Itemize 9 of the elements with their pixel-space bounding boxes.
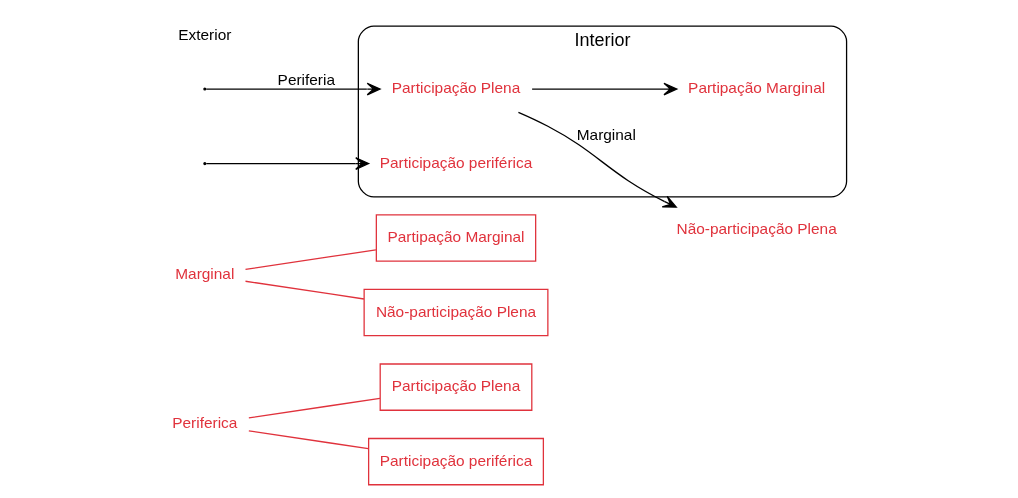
label: Exterior bbox=[178, 26, 232, 44]
node-text: Marginal bbox=[175, 265, 235, 283]
edge-label: Periferia bbox=[277, 70, 336, 88]
node-text: Participação periférica bbox=[379, 153, 533, 171]
edge-label: Marginal bbox=[576, 125, 636, 143]
node-text: Participação Plena bbox=[391, 79, 521, 97]
node-text: Partipação Marginal bbox=[688, 79, 826, 97]
node-text: Não-participação Plena bbox=[676, 220, 837, 238]
node-text: Periferica bbox=[172, 414, 238, 432]
